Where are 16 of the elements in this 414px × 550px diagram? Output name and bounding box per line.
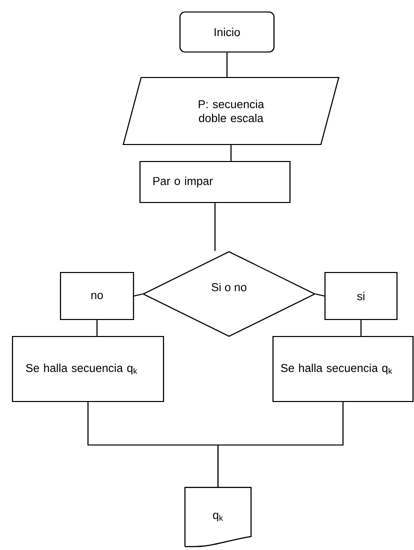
process-box: si [324, 272, 398, 320]
process-box: Par o impar [139, 160, 291, 204]
start-box: Inicio [179, 11, 275, 53]
connector-line [360, 320, 362, 336]
process-box: no [60, 272, 134, 320]
connector-line [96, 320, 98, 336]
input-parallelogram: P: secuencia doble escala [122, 76, 340, 146]
process-box: Se halla secuencia q$_{k}$ [12, 336, 164, 402]
connector-line [214, 203, 216, 251]
connector-line [315, 293, 325, 297]
connector-line [134, 293, 143, 297]
document-shape: q$_{k}$ [184, 486, 252, 548]
connector-line [230, 145, 232, 161]
connector-line [226, 52, 228, 77]
process-box: Se halla secuencia q$_{k}$ [272, 336, 414, 402]
connector-line [217, 402, 344, 488]
